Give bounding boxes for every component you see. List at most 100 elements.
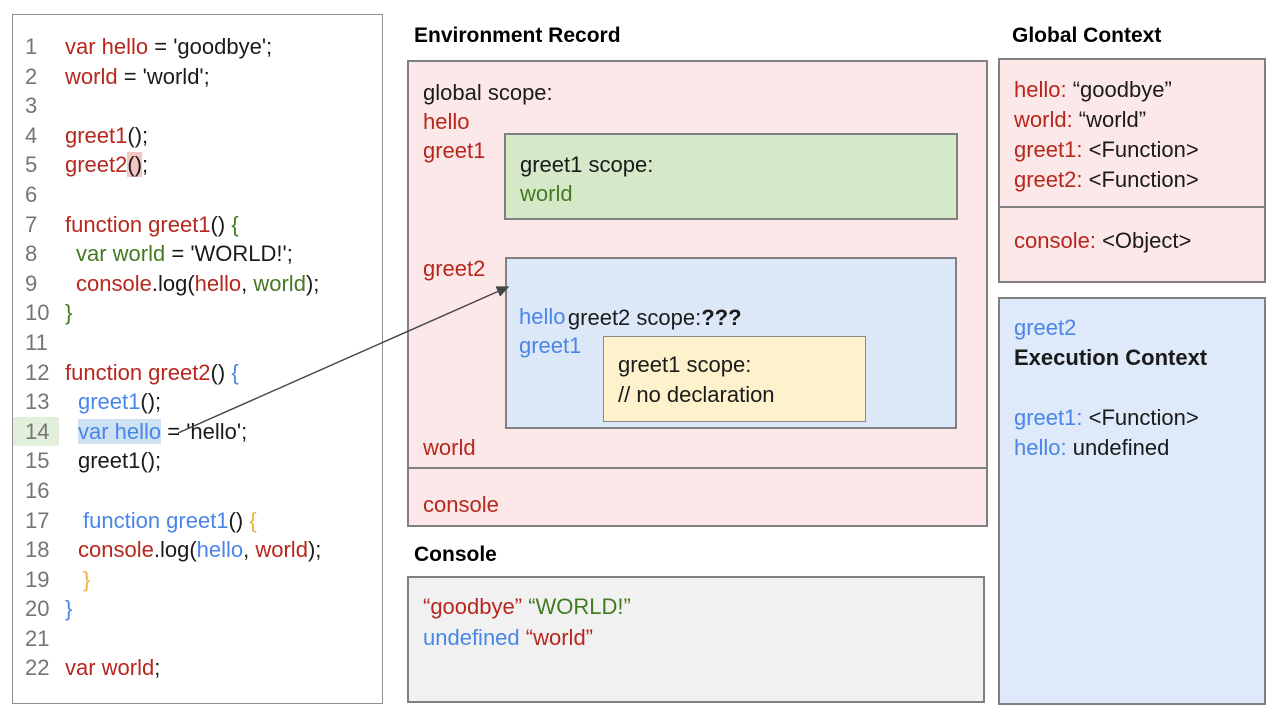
code-line: 7 function greet1() {: [13, 210, 382, 240]
code-line: 22 var world;: [13, 653, 382, 683]
global-scope-label: global scope:: [423, 80, 553, 105]
env-console-divider: [407, 467, 988, 469]
line-number: 2: [25, 63, 38, 89]
code-line: 6: [13, 180, 382, 210]
code-line: 21: [13, 624, 382, 654]
line-code: var hello = 'hello';: [65, 417, 247, 447]
line-number: 3: [25, 93, 38, 119]
code-token: {: [231, 211, 239, 237]
entry-key: greet2:: [1014, 167, 1083, 192]
code-line: 11: [13, 328, 382, 358]
line-number: 11: [25, 329, 48, 355]
greet2-scope-var-hello: hello: [519, 304, 566, 329]
entry-value: <Object>: [1095, 228, 1192, 253]
line-number: 1: [25, 34, 38, 59]
code-line: 12 function greet2() {: [13, 358, 382, 388]
line-number: 12: [25, 359, 50, 385]
context-entry: greet1: <Function>: [1014, 403, 1199, 433]
code-token: ;: [154, 655, 161, 681]
greet2-scope-box: greet2 scope:??? hello greet1 greet1 sco…: [505, 257, 957, 429]
line-code: console.log(hello, world);: [65, 269, 319, 299]
line-code: greet1();: [65, 121, 148, 151]
code-line: 20}: [13, 594, 382, 624]
entry-value: “world”: [1072, 107, 1147, 132]
console-title: Console: [414, 543, 497, 566]
line-number: 15: [25, 448, 50, 474]
line-number: 21: [25, 625, 50, 651]
code-token: function greet2: [65, 359, 211, 385]
line-code: greet1();: [65, 446, 161, 476]
console-output-line: undefined “world”: [423, 623, 593, 653]
entry-value: <Function>: [1082, 137, 1199, 162]
code-token: }: [65, 300, 73, 326]
code-token: function greet1: [83, 507, 229, 533]
code-token: ,: [241, 270, 254, 296]
line-number: 5: [25, 152, 38, 178]
code-token: ;: [142, 152, 149, 178]
line-code: }: [65, 594, 72, 624]
line-code: console.log(hello, world);: [65, 535, 321, 565]
code-token: world: [255, 537, 308, 563]
line-number: 16: [25, 477, 50, 503]
code-line: 19}: [13, 565, 382, 595]
code-token: (): [127, 152, 143, 178]
line-code: greet1();: [65, 387, 161, 417]
code-line: 2 world = 'world';: [13, 62, 382, 92]
code-line: 18 console.log(hello, world);: [13, 535, 382, 565]
code-token: = 'goodbye';: [148, 34, 273, 59]
global-context-title: Global Context: [1012, 24, 1162, 47]
code-token: greet1: [65, 122, 128, 148]
code-token: hello: [194, 270, 242, 296]
code-token: }: [83, 566, 91, 592]
line-code: }: [65, 298, 72, 328]
env-var-greet2: greet2: [423, 256, 486, 281]
environment-record-box: global scope: hello greet1 greet1 scope:…: [407, 60, 988, 527]
line-number: 7: [25, 211, 38, 237]
code-token: var hello: [78, 418, 162, 444]
code-token: “WORLD!”: [528, 594, 631, 619]
environment-record-title: Environment Record: [414, 24, 621, 47]
env-var-world: world: [423, 435, 476, 460]
execution-context-fn-name: greet2: [1014, 315, 1077, 340]
context-entry: hello: undefined: [1014, 433, 1169, 463]
line-number: 10: [25, 300, 50, 326]
line-number: 22: [25, 655, 50, 681]
code-token: greet1();: [78, 448, 162, 474]
console-output-box: “goodbye” “WORLD!” undefined “world”: [407, 576, 985, 703]
env-var-console: console: [423, 492, 499, 517]
code-token: ,: [243, 537, 256, 563]
code-token: .log(: [153, 537, 197, 563]
line-number: 18: [25, 537, 50, 563]
line-number: 9: [25, 270, 38, 296]
context-entry: greet2: <Function>: [1014, 165, 1199, 195]
code-token: (): [210, 211, 232, 237]
global-context-box: hello: “goodbye”world: “world”greet1: <F…: [998, 58, 1266, 283]
code-token: = 'world';: [117, 63, 210, 89]
line-code: function greet2() {: [65, 358, 239, 388]
greet2-scope-var-greet1: greet1: [519, 333, 582, 358]
entry-key: hello:: [1014, 77, 1067, 102]
code-token: (): [210, 359, 232, 385]
code-token: world: [65, 63, 118, 89]
code-token: “world”: [525, 625, 594, 650]
line-code: function greet1() {: [65, 506, 257, 536]
greet2-scope-label: greet2 scope:: [567, 305, 702, 330]
code-line: 10}: [13, 298, 382, 328]
code-token: undefined: [423, 625, 520, 650]
code-token: “goodbye”: [423, 594, 523, 619]
inner-greet1-scope-box: greet1 scope: // no declaration: [603, 336, 866, 422]
line-number: 20: [25, 596, 50, 622]
context-entry: console: <Object>: [1014, 226, 1191, 256]
entry-value: <Function>: [1082, 405, 1199, 430]
entry-key: world:: [1014, 107, 1073, 132]
line-code: var world;: [65, 653, 160, 683]
line-number: 4: [25, 122, 38, 148]
code-token: function greet1: [65, 211, 211, 237]
line-code: var world = 'WORLD!';: [65, 239, 293, 269]
